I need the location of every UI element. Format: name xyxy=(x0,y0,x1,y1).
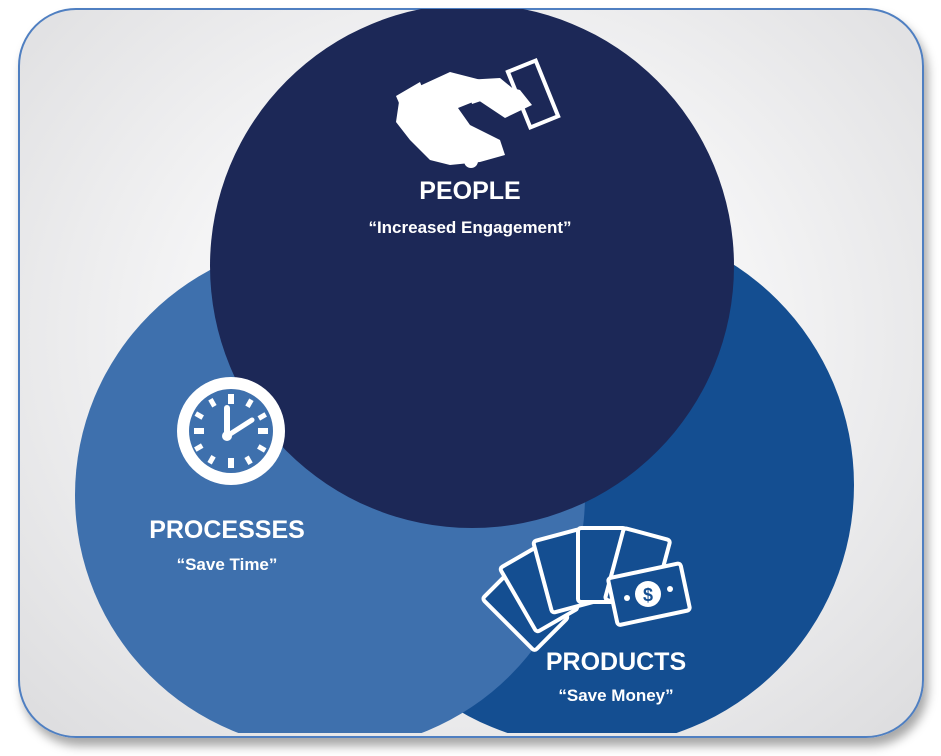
products-title: PRODUCTS xyxy=(546,648,686,676)
svg-text:$: $ xyxy=(643,585,653,605)
processes-subtitle: “Save Time” xyxy=(177,555,278,574)
people-title: PEOPLE xyxy=(419,177,520,205)
people-subtitle: “Increased Engagement” xyxy=(368,218,571,237)
people-circle xyxy=(210,9,734,528)
handshake-icon xyxy=(396,57,561,168)
money-fan-icon: $ xyxy=(481,526,692,652)
processes-title: PROCESSES xyxy=(149,516,305,544)
clock-icon xyxy=(177,377,285,485)
products-subtitle: “Save Money” xyxy=(558,686,673,705)
